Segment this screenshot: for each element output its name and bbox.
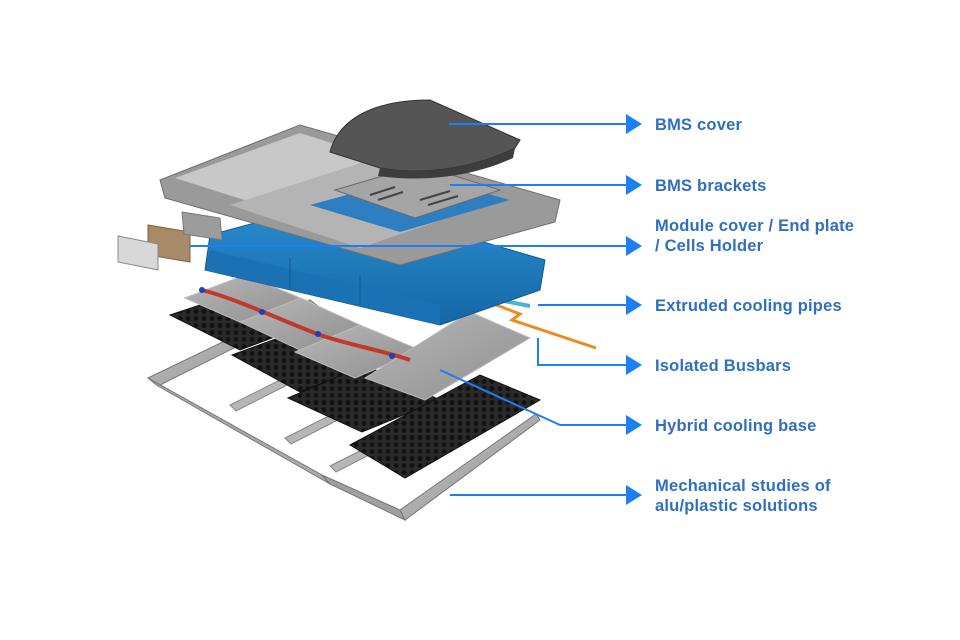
cooling-plates — [183, 274, 532, 401]
arrow-icon — [626, 295, 642, 315]
label-cooling-pipes: Extruded cooling pipes — [655, 297, 842, 315]
busbar-connectors — [199, 287, 395, 359]
leader-busbars — [537, 338, 630, 366]
arrow-icon — [626, 175, 642, 195]
label-mechanical: Mechanical studies of alu/plastic soluti… — [655, 477, 831, 515]
cooling-pipe — [477, 296, 597, 350]
bms-cover-shape — [329, 99, 521, 179]
label-busbars: Isolated Busbars — [655, 357, 792, 375]
label-bms-brackets: BMS brackets — [655, 177, 767, 195]
leader-lines — [190, 123, 630, 496]
arrow-icon — [626, 114, 642, 134]
arrowheads — [626, 114, 642, 505]
arrow-icon — [626, 236, 642, 256]
label-bms-cover: BMS cover — [655, 116, 743, 134]
label-cooling-base: Hybrid cooling base — [655, 417, 817, 435]
end-bracket — [117, 235, 159, 271]
leader-cooling-base — [439, 369, 630, 426]
label-module-cover: Module cover / End plate / Cells Holder — [655, 217, 855, 255]
arrow-icon — [626, 485, 642, 505]
arrow-icon — [626, 355, 642, 375]
side-block — [181, 211, 223, 241]
arrow-icon — [626, 415, 642, 435]
